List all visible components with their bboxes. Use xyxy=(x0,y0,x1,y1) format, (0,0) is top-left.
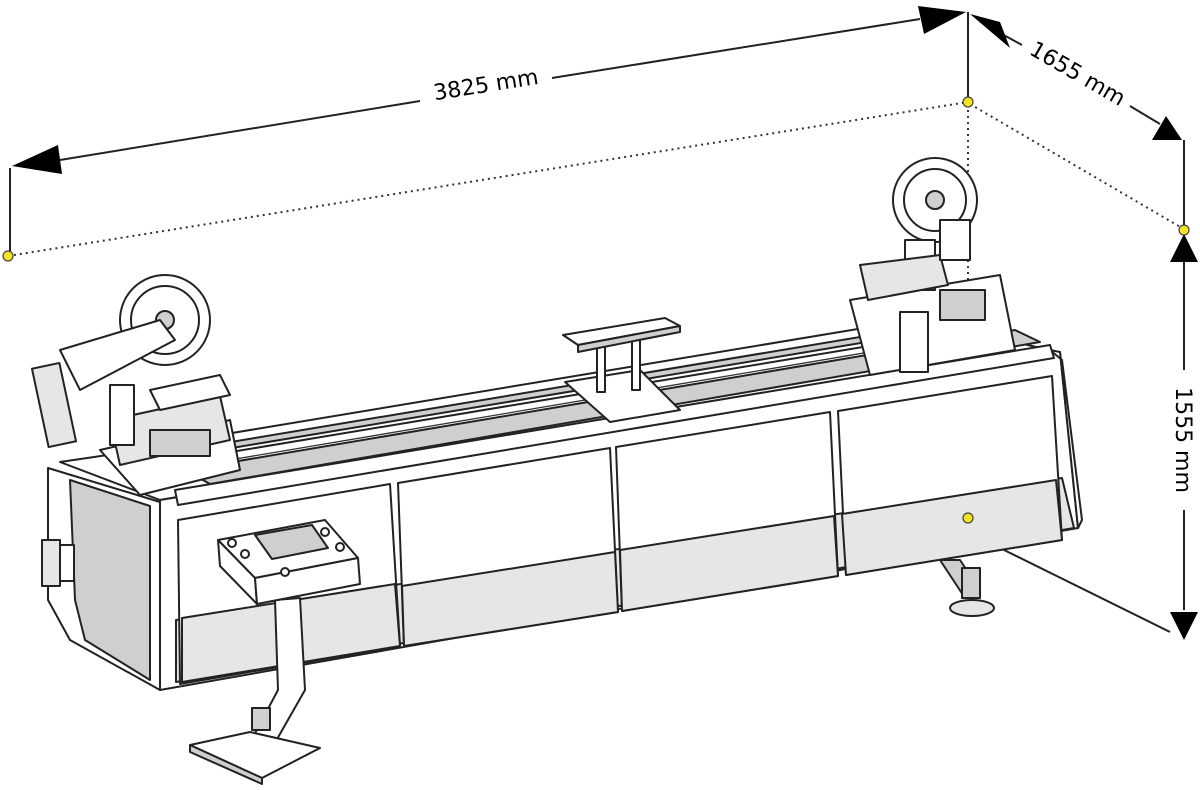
left-head-clamp xyxy=(149,374,231,411)
control-button xyxy=(335,542,345,552)
height-dimension-label: 1555 mm xyxy=(1170,387,1195,493)
left-saw-head xyxy=(30,274,241,496)
depth-arrow-top xyxy=(970,14,1010,48)
right-saw-head xyxy=(849,157,1016,376)
height-arrow-top xyxy=(1170,234,1198,262)
center-support-post-right xyxy=(631,337,641,391)
base-right-end xyxy=(1049,349,1083,529)
marker-point-top xyxy=(962,96,974,108)
top-rail-front xyxy=(174,344,1055,506)
length-reference-dashed xyxy=(7,101,969,257)
left-head-motor-box xyxy=(149,429,211,457)
left-saw-arm xyxy=(59,319,176,391)
control-stand xyxy=(189,597,321,785)
double-head-saw-machine xyxy=(30,157,1083,785)
length-dim-line-left xyxy=(59,100,421,161)
control-button xyxy=(320,527,330,537)
center-support-base xyxy=(564,369,681,423)
length-dim-line-right xyxy=(551,18,921,79)
control-button xyxy=(240,549,250,559)
right-head-guard xyxy=(899,311,929,373)
depth-arrow-bottom xyxy=(1152,116,1182,140)
control-button xyxy=(227,538,237,548)
left-pneumatic-cylinder xyxy=(30,361,78,449)
center-support-post-left xyxy=(596,341,606,393)
control-panel-front xyxy=(254,557,361,605)
left-head-column xyxy=(109,384,135,446)
foot-right-pad xyxy=(949,599,995,617)
marker-point-right xyxy=(1178,224,1190,236)
foot-right-screw xyxy=(961,567,981,599)
left-end-recess xyxy=(69,479,151,681)
depth-dimension-label: 1655 mm xyxy=(1025,37,1129,112)
marker-point-bottom xyxy=(962,512,974,524)
length-dimension-label: 3825 mm xyxy=(432,65,540,106)
height-extension-bottom xyxy=(999,547,1171,633)
front-door-panels xyxy=(177,375,1063,685)
height-arrow-bottom xyxy=(1170,612,1198,640)
control-button xyxy=(280,567,290,577)
length-arrow-right xyxy=(918,6,966,34)
control-panel xyxy=(217,519,361,605)
reference-markers xyxy=(2,96,1190,524)
right-head-clamp xyxy=(859,254,949,301)
right-head-motor-box xyxy=(939,289,986,321)
marker-point-left xyxy=(2,250,14,262)
length-arrow-left xyxy=(12,145,62,174)
depth-reference-line xyxy=(969,103,1183,229)
air-service-unit xyxy=(41,539,75,587)
depth-dim-line-bottom xyxy=(1129,105,1161,125)
control-panel-screen xyxy=(254,524,329,560)
